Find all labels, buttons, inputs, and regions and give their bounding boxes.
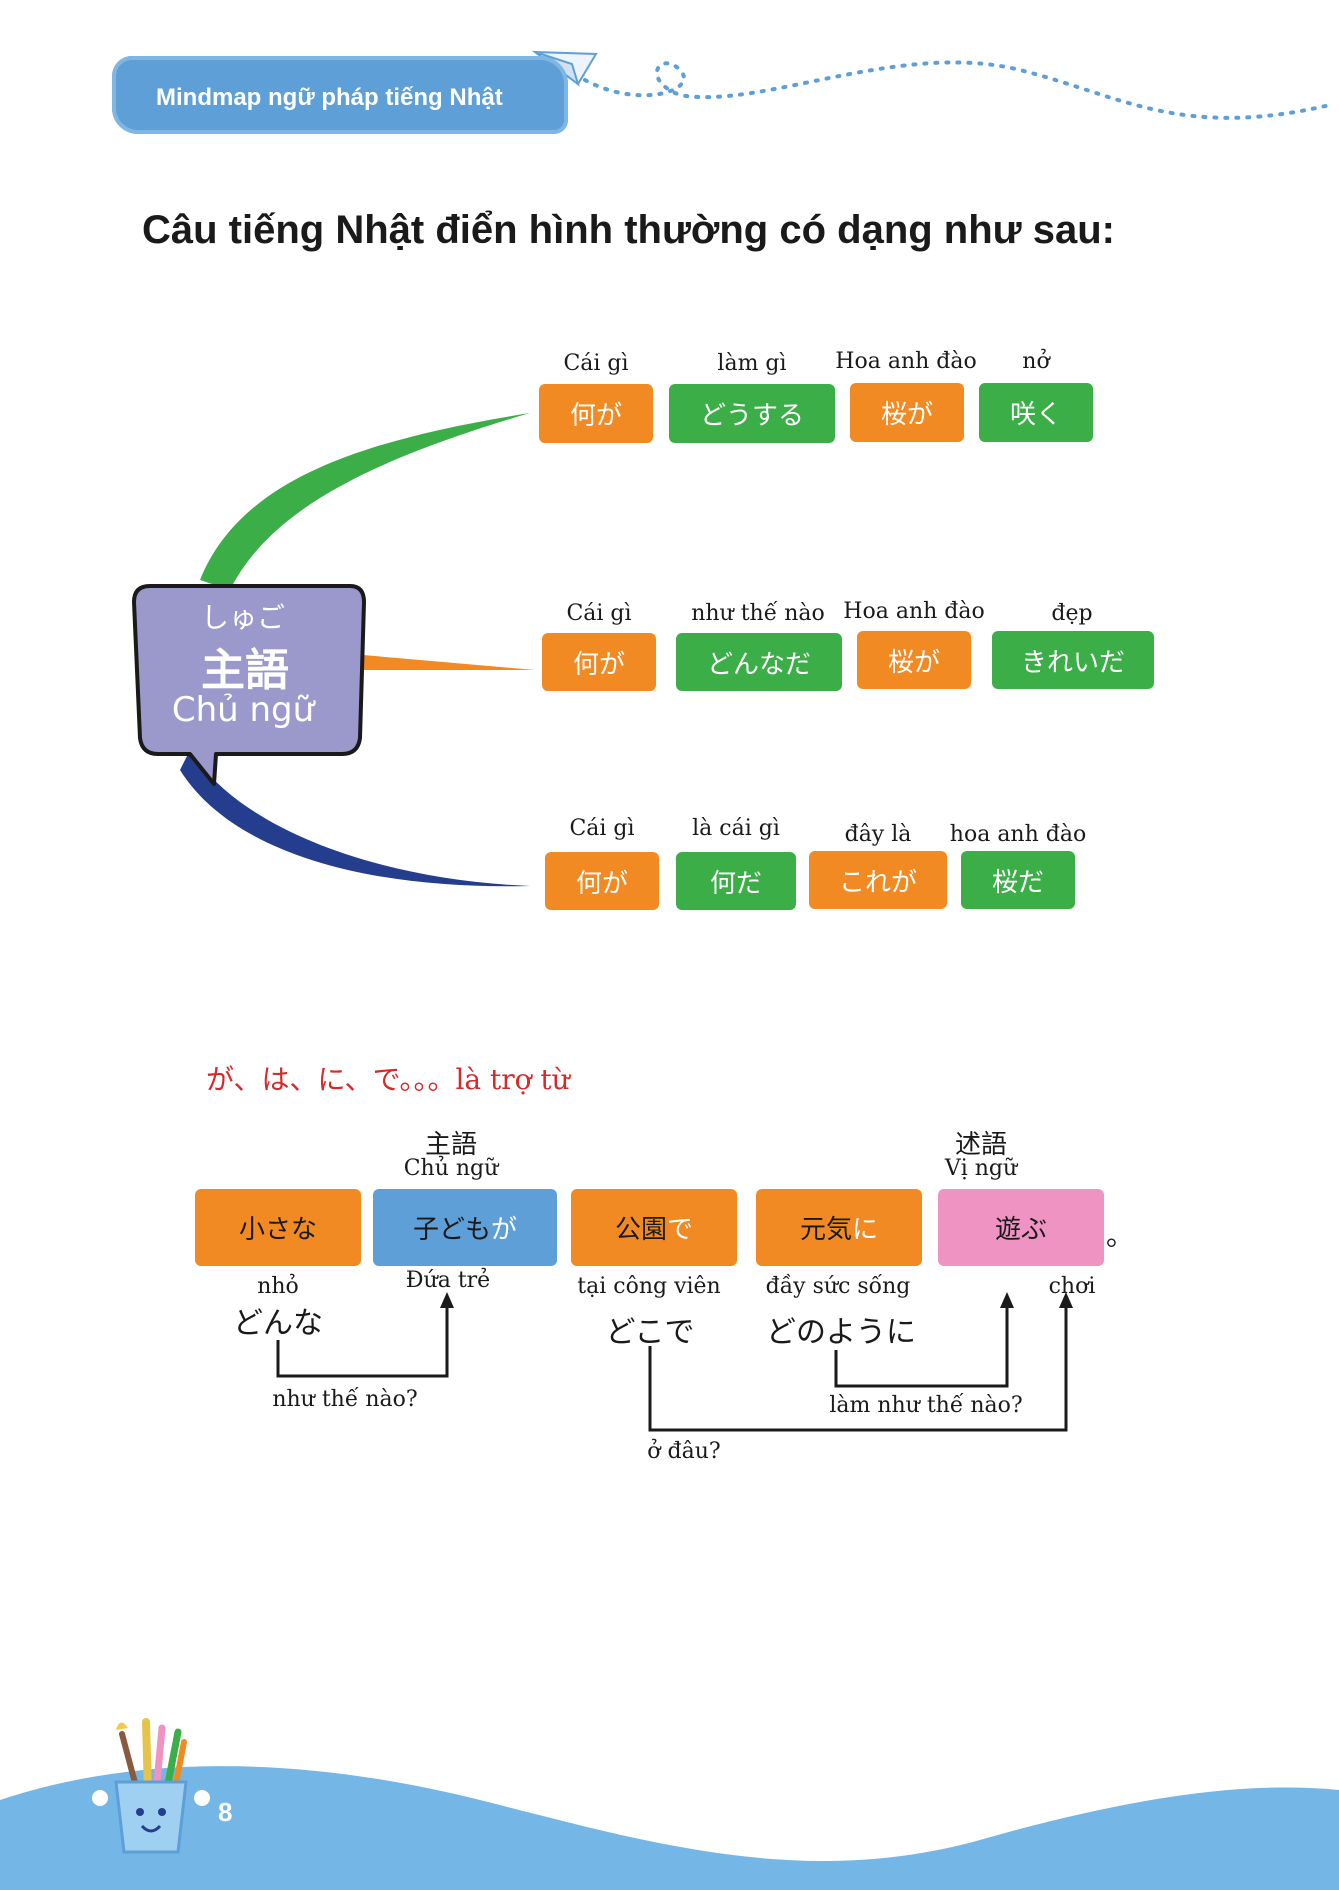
word-gloss-3: tại công viên xyxy=(577,1274,721,1299)
word-gloss-1: nhỏ xyxy=(257,1274,299,1299)
row2-box-3: 桜が xyxy=(857,631,971,689)
page-number: 8 xyxy=(218,1797,233,1827)
word-gloss-4: đầy sức sống xyxy=(765,1274,911,1299)
row3-label-4: hoa anh đào xyxy=(949,822,1087,847)
row3-box-1: 何が xyxy=(545,852,659,910)
row2-box-4: きれいだ xyxy=(992,631,1154,689)
row2-label-4: đẹp xyxy=(1051,601,1093,626)
subject-label-jp: 主語 xyxy=(424,1130,478,1160)
bottom-wave xyxy=(0,1766,1339,1890)
row3-label-3: đây là xyxy=(844,822,912,847)
mindmap-branches xyxy=(180,413,535,887)
arrow-label-how: như thế nào? xyxy=(272,1387,418,1412)
row2-box-2: どんなだ xyxy=(676,633,842,691)
predicate-label-jp: 述語 xyxy=(954,1130,1008,1160)
predicate-label-vi: Vị ngữ xyxy=(944,1156,1018,1181)
pencil-cup-icon xyxy=(92,1718,210,1854)
word-gloss-5: chơi xyxy=(1048,1274,1096,1299)
sentence-arrows xyxy=(276,1292,1073,1432)
row1-label-2: làm gì xyxy=(717,351,787,376)
bubble-kanji: 主語 xyxy=(201,645,289,696)
particle-note: が、は、に、で。。。là trợ từ xyxy=(206,1063,570,1096)
bubble-kana: しゅご xyxy=(200,601,286,634)
row3-box-4: 桜だ xyxy=(961,851,1075,909)
header-banner xyxy=(112,56,568,134)
row2-box-1: 何が xyxy=(542,633,656,691)
row1-label-3: Hoa anh đào xyxy=(835,349,977,374)
row1-box-2: どうする xyxy=(669,384,835,443)
subject-label-vi: Chủ ngữ xyxy=(403,1156,499,1181)
row1-box-1: 何が xyxy=(539,384,653,443)
sentence-period: 。 xyxy=(1106,1219,1135,1252)
page-title: Câu tiếng Nhật điển hình thường có dạng … xyxy=(142,208,1115,252)
row1-label-4: nở xyxy=(1022,349,1050,374)
row1-label-1: Cái gì xyxy=(563,351,629,376)
row2-label-3: Hoa anh đào xyxy=(843,599,985,624)
row3-box-2: 何だ xyxy=(676,852,796,910)
word-box-4: 元気に xyxy=(756,1189,922,1266)
word-gloss-2: Đứa trẻ xyxy=(405,1268,491,1293)
word-box-2: 子どもが xyxy=(373,1189,557,1266)
row2-label-2: như thế nào xyxy=(691,601,825,626)
arrow-label-where: ở đâu? xyxy=(647,1439,721,1464)
question-word-1: どんな xyxy=(233,1306,323,1341)
row3-label-1: Cái gì xyxy=(569,816,635,841)
row2-label-1: Cái gì xyxy=(566,601,632,626)
word-box-1: 小さな xyxy=(195,1189,361,1266)
row1-box-3: 桜が xyxy=(850,383,964,442)
header-title: Mindmap ngữ pháp tiếng Nhật xyxy=(156,84,503,111)
question-word-3: どこで xyxy=(605,1315,695,1350)
subject-bubble xyxy=(132,584,366,786)
word-box-3: 公園で xyxy=(571,1189,737,1266)
row1-box-4: 咲く xyxy=(979,383,1093,442)
bubble-vi: Chủ ngữ xyxy=(171,690,315,730)
arrow-label-how-do: làm như thế nào? xyxy=(829,1393,1023,1418)
row3-box-3: これが xyxy=(809,851,947,909)
question-word-4: どのように xyxy=(766,1315,916,1350)
row3-label-2: là cái gì xyxy=(692,816,780,841)
word-box-5: 遊ぶ xyxy=(938,1189,1104,1266)
